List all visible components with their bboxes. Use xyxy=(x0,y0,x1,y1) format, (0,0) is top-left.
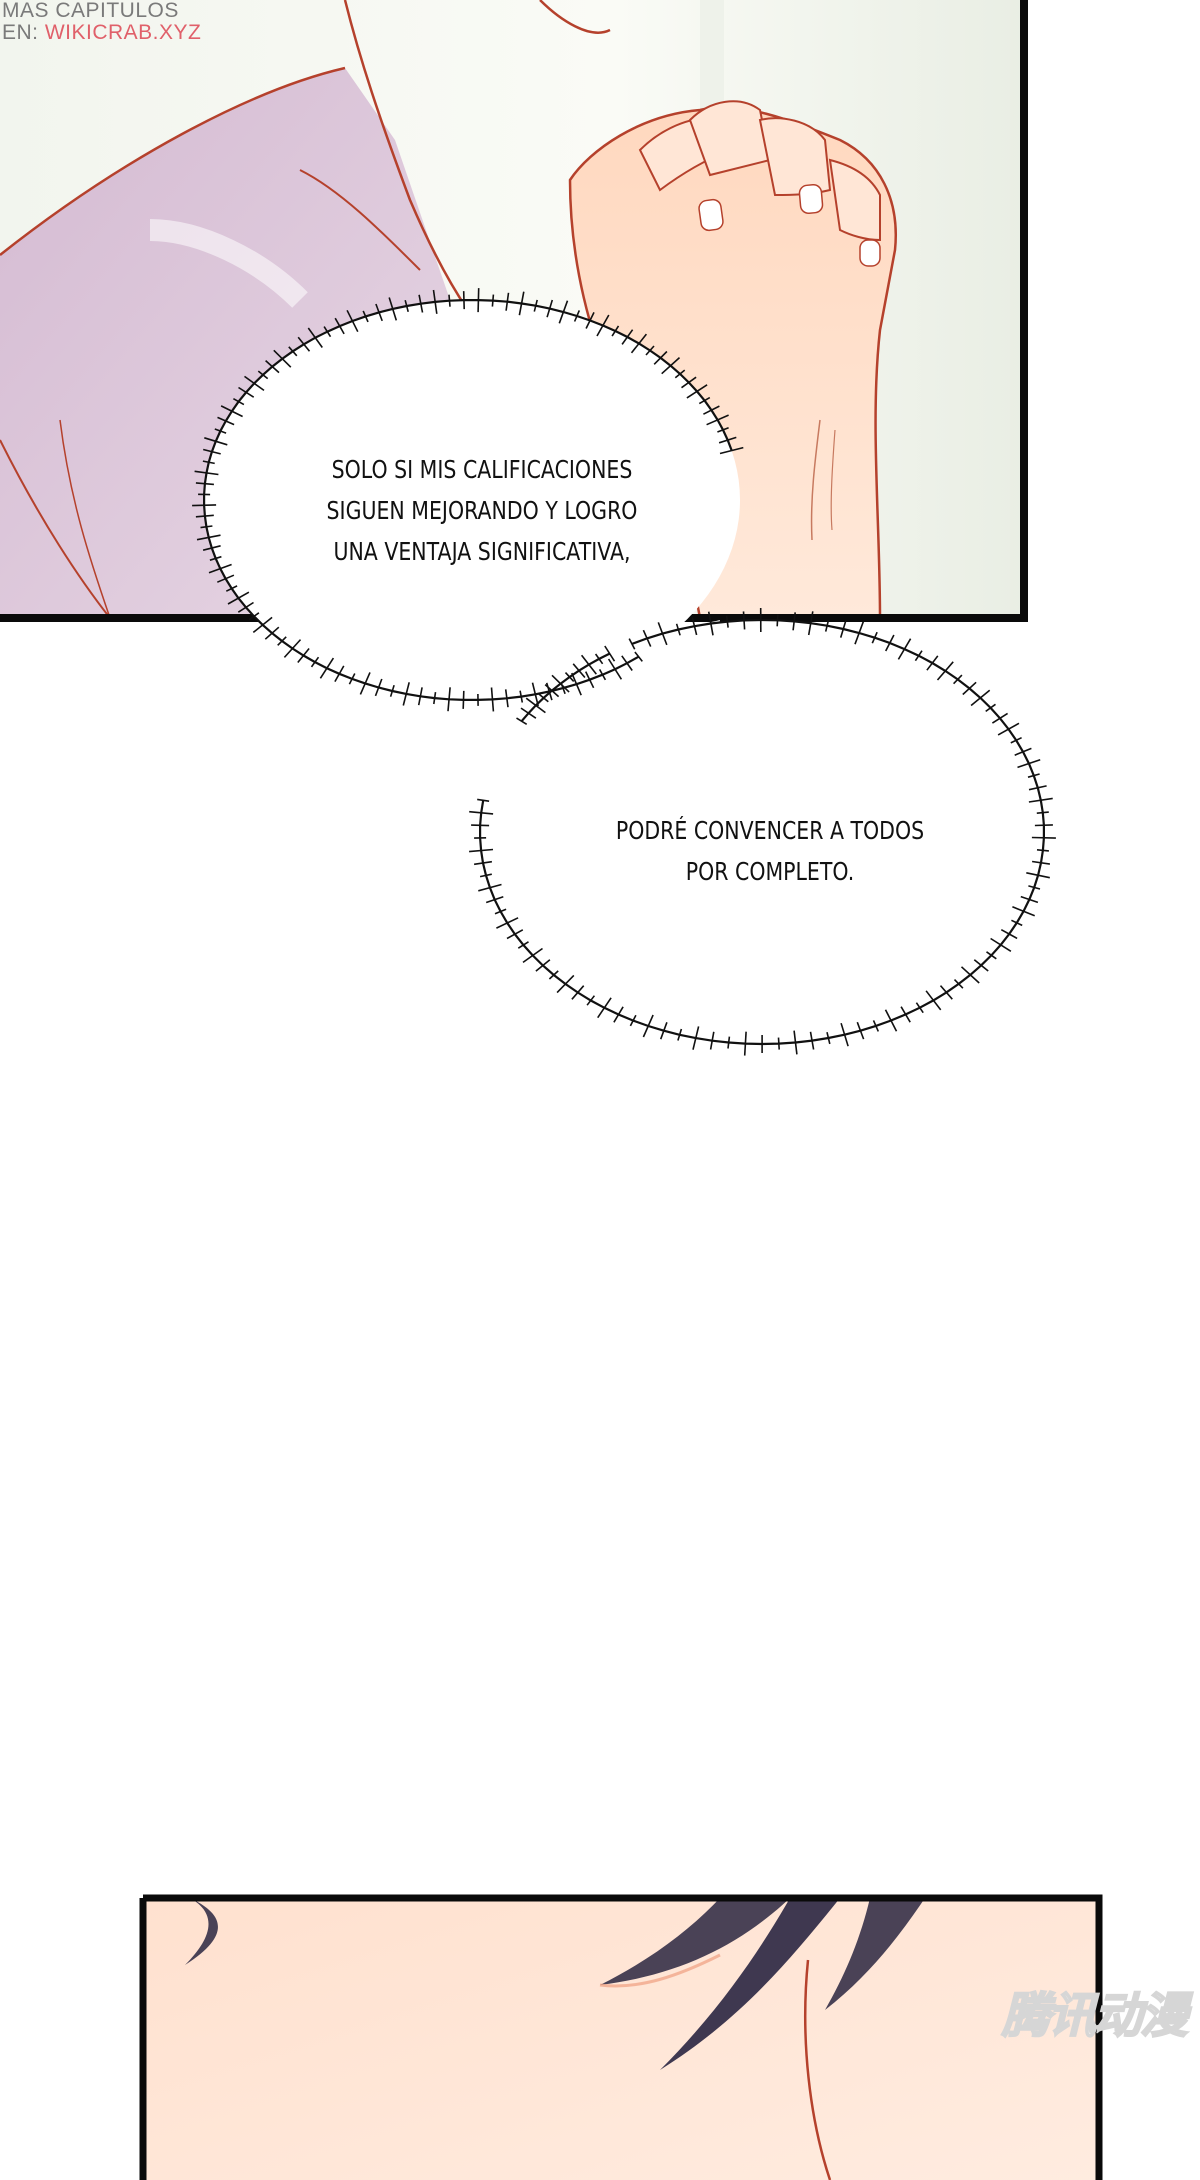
hair-strand xyxy=(600,1898,790,1985)
source-watermark: MAS CAPITULOS EN: WIKICRAB.XYZ xyxy=(2,0,201,44)
speech-bubble-1 xyxy=(204,300,740,700)
bubble-1-line-2: SIGUEN MEJORANDO Y LOGRO xyxy=(326,496,638,525)
watermark-prefix: EN: xyxy=(2,21,45,44)
bubble-2-line-2: POR COMPLETO. xyxy=(685,857,855,886)
hair-strand xyxy=(825,1898,925,2010)
hair-strand xyxy=(185,1898,218,1965)
bubble-2-text: PODRÉ CONVENCER A TODOS POR COMPLETO. xyxy=(610,810,930,892)
bubble-1-line-3: UNA VENTAJA SIGNIFICATIVA, xyxy=(333,537,631,566)
bubble-outline xyxy=(192,288,1056,1056)
brand-watermark: 腾讯动漫 xyxy=(1001,1987,1189,2045)
bubble-1-line-1: SOLO SI MIS CALIFICACIONES xyxy=(331,455,633,484)
clasped-hands xyxy=(568,100,897,620)
hair-strand xyxy=(660,1898,840,2070)
bottom-panel xyxy=(139,1894,1103,2180)
bubble-1-text: SOLO SI MIS CALIFICACIONES SIGUEN MEJORA… xyxy=(310,449,654,572)
watermark-url: WIKICRAB.XYZ xyxy=(44,21,202,44)
watermark-line1: MAS CAPITULOS xyxy=(2,0,179,22)
watermark-line2: EN: WIKICRAB.XYZ xyxy=(2,22,201,44)
top-panel xyxy=(0,0,1028,622)
bubble-2-line-1: PODRÉ CONVENCER A TODOS xyxy=(615,816,925,845)
speech-bubble-2 xyxy=(480,620,1044,1044)
